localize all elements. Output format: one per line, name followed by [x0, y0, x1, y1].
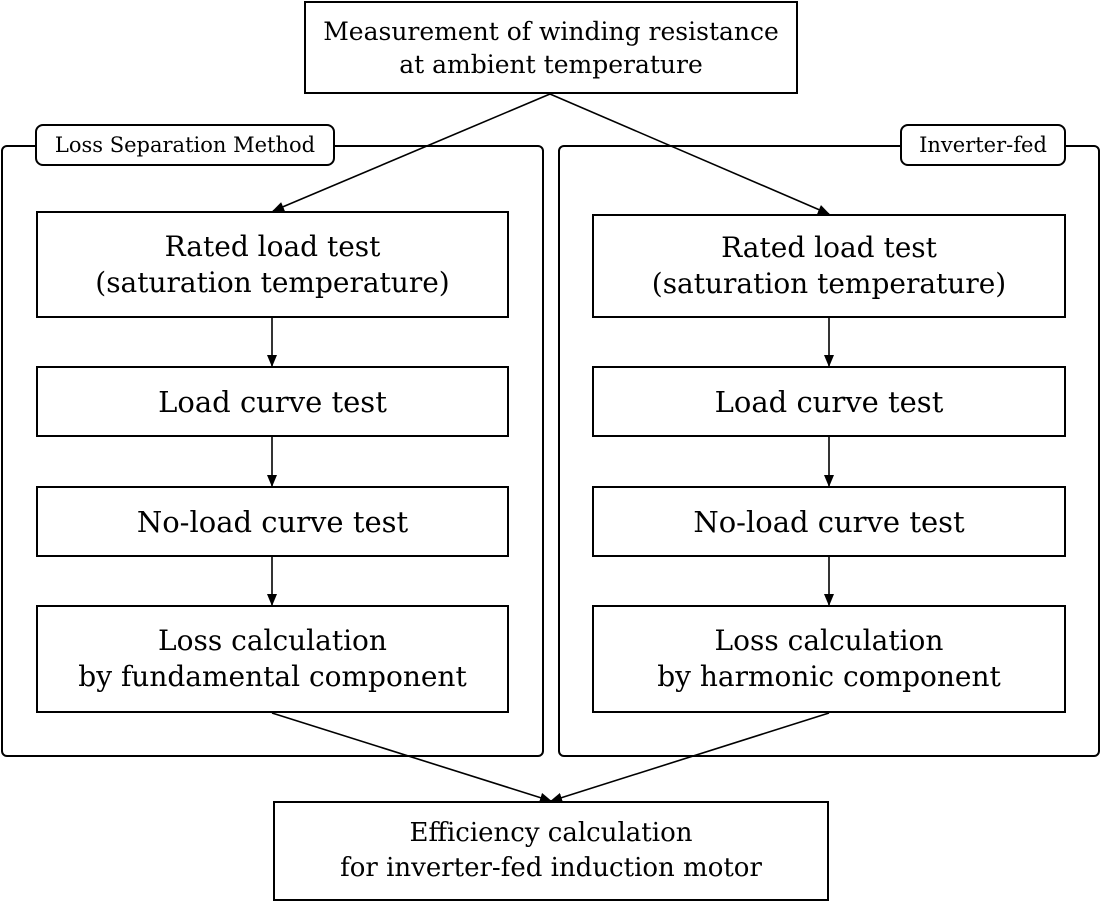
arrow-top-to-left-rated [272, 93, 551, 212]
arrow-left-loss-to-efficiency [271, 712, 552, 803]
winding-resistance-line-1: Measurement of winding resistance [323, 16, 779, 46]
right-no-load-curve-test-label: No-load curve test [693, 504, 965, 539]
left-rated-load-test-line-2: (saturation temperature) [95, 265, 450, 299]
efficiency-calculation-line-2: for inverter-fed induction motor [340, 853, 762, 883]
right-rated-load-test-box: Rated load test (saturation temperature) [592, 214, 1066, 318]
right-load-curve-test-label: Load curve test [714, 384, 944, 419]
winding-resistance-box: Measurement of winding resistance at amb… [304, 1, 798, 94]
efficiency-calculation-line-1: Efficiency calculation [409, 818, 693, 848]
right-loss-calculation-line-1: Loss calculation [714, 624, 944, 657]
arrow-top-to-right-rated [549, 93, 830, 215]
loss-separation-label: Loss Separation Method [35, 124, 335, 166]
left-loss-calculation-line-2: by fundamental component [78, 660, 467, 693]
left-load-curve-test-label: Load curve test [158, 384, 387, 419]
right-no-load-curve-test-box: No-load curve test [592, 486, 1066, 557]
left-rated-load-test-box: Rated load test (saturation temperature) [36, 211, 509, 318]
arrow-right-loss-to-efficiency [550, 712, 830, 803]
left-no-load-curve-test-box: No-load curve test [36, 486, 509, 557]
left-no-load-curve-test-label: No-load curve test [136, 504, 409, 539]
right-loss-calculation-box: Loss calculation by harmonic component [592, 605, 1066, 713]
left-loss-calculation-box: Loss calculation by fundamental componen… [36, 605, 509, 713]
winding-resistance-line-2: at ambient temperature [399, 49, 703, 79]
efficiency-calculation-box: Efficiency calculation for inverter-fed … [273, 801, 829, 901]
left-loss-calculation-line-1: Loss calculation [158, 624, 387, 657]
right-rated-load-test-line-2: (saturation temperature) [651, 267, 1007, 300]
left-load-curve-test-box: Load curve test [36, 366, 509, 437]
right-loss-calculation-line-2: by harmonic component [657, 660, 1001, 693]
left-rated-load-test-line-1: Rated load test [164, 229, 381, 263]
right-rated-load-test-line-1: Rated load test [721, 231, 937, 264]
inverter-fed-label: Inverter-fed [900, 124, 1066, 166]
right-load-curve-test-box: Load curve test [592, 366, 1066, 437]
inverter-fed-panel [558, 145, 1100, 757]
